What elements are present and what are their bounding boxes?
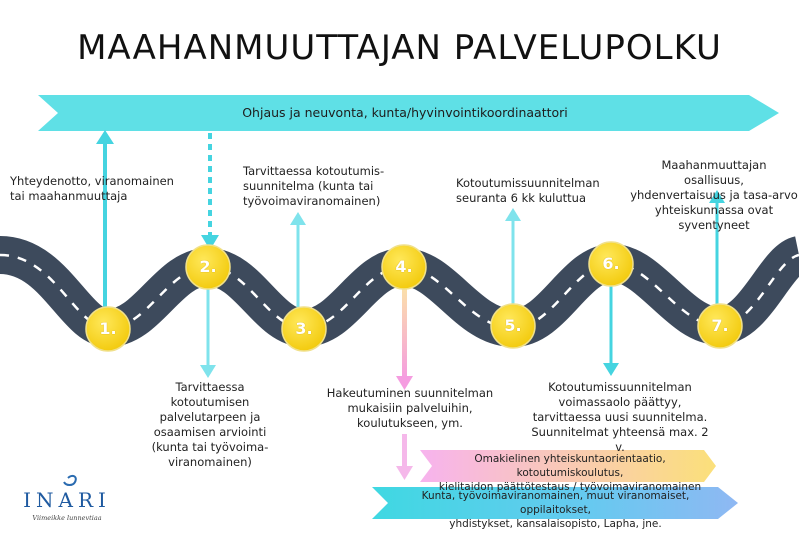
- logo-name: INARI: [23, 488, 111, 512]
- step-5-circle: [490, 303, 536, 349]
- logo-swoosh-icon: [63, 474, 77, 486]
- pink-banner-text: Omakielinen yhteiskuntaorientaatio, koto…: [438, 453, 702, 493]
- step-1-text: Yhteydenotto, viranomainen tai maahanmuu…: [10, 174, 174, 203]
- step-2-number: 2.: [199, 257, 217, 276]
- step-6-text: Kotoutumissuunnitelman voimassaolo päätt…: [531, 380, 709, 454]
- step-1-number: 1.: [99, 319, 117, 338]
- step-6-number: 6.: [602, 254, 620, 273]
- top-banner-text: Ohjaus ja neuvonta, kunta/hyvinvointikoo…: [242, 105, 568, 120]
- step-4-text: Hakeutuminen suunnitelman mukaisiin palv…: [326, 386, 494, 430]
- step-5-text: Kotoutumissuunnitelman seuranta 6 kk kul…: [456, 176, 600, 205]
- step-5-number: 5.: [504, 316, 522, 335]
- step-4-number: 4.: [395, 257, 413, 276]
- step-7-text: Maahanmuuttajan osallisuus, yhdenvertais…: [630, 158, 798, 232]
- step-2-circle: [185, 244, 231, 290]
- step-7-number: 7.: [711, 316, 729, 335]
- step-3-text: Tarvittaessa kotoutumis- suunnitelma (ku…: [243, 164, 385, 208]
- step-2-text: Tarvittaessa kotoutumisen palvelutarpeen…: [151, 380, 269, 469]
- step-7-circle: [697, 303, 743, 349]
- page-title: MAAHANMUUTTAJAN PALVELUPOLKU: [77, 28, 722, 68]
- blue-banner-arrow: [372, 487, 738, 519]
- step-3-number: 3.: [295, 319, 313, 338]
- step-1-circle: [85, 306, 131, 352]
- logo-tagline: Viimeikke lunnevtiaa: [32, 514, 102, 522]
- step-3-circle: [281, 306, 327, 352]
- step-4-circle: [381, 244, 427, 290]
- blue-banner-text: Kunta, työvoimaviranomainen, muut virano…: [421, 490, 690, 530]
- top-banner-arrow: [38, 95, 779, 131]
- pink-banner-arrow: [420, 450, 716, 482]
- step-6-circle: [588, 241, 634, 287]
- inari-logo: INARI Viimeikke lunnevtiaa: [8, 470, 126, 532]
